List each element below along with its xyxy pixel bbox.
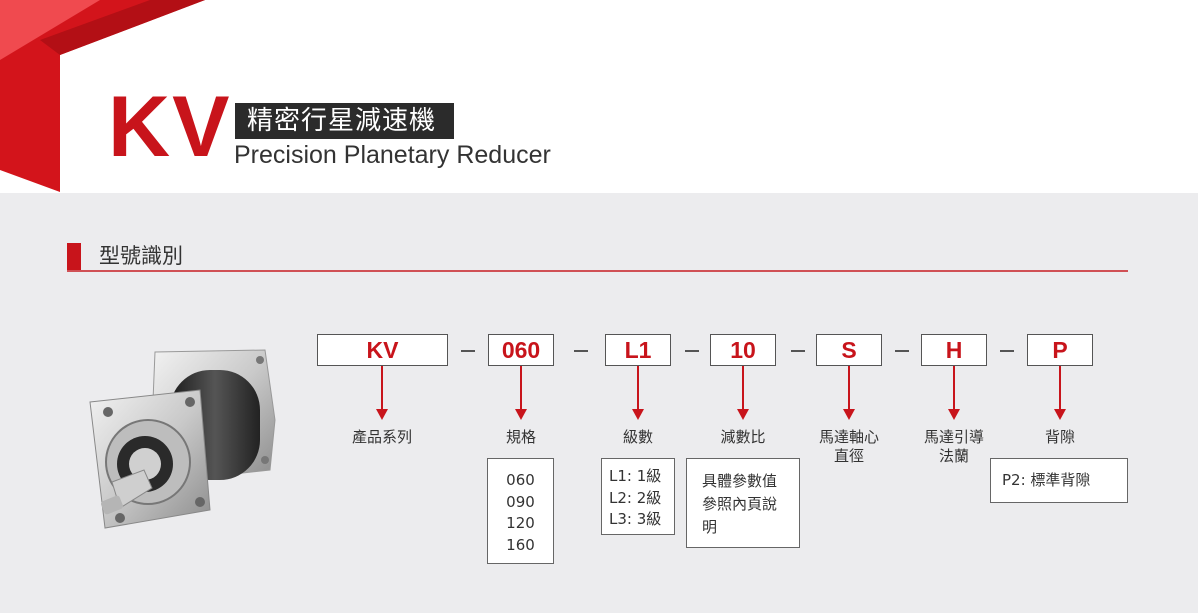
- label-product-series: 產品系列: [351, 428, 412, 446]
- label-backlash: 背隙: [1044, 428, 1075, 446]
- code-box-series: KV: [317, 334, 448, 366]
- section-divider: [67, 270, 1128, 272]
- arrow-down-icon: [1054, 409, 1066, 420]
- label-shaft-diameter: 馬達軸心 直徑: [789, 428, 909, 466]
- stage-option: L1: 1級: [609, 467, 662, 485]
- kv-logo: KV: [108, 79, 232, 175]
- label-motor-flange: 馬達引導 法蘭: [894, 428, 1014, 466]
- label-stage: 級數: [622, 428, 653, 446]
- arrow-down-icon: [632, 409, 644, 420]
- gearbox-product-image: [89, 349, 276, 529]
- size-option: 090: [506, 492, 535, 511]
- arrow-down-icon: [737, 409, 749, 420]
- arrow-line: [520, 366, 522, 410]
- arrow-line: [953, 366, 955, 410]
- code-box-size: 060: [488, 334, 554, 366]
- size-option: 160: [506, 535, 535, 554]
- code-box-stage: L1: [605, 334, 671, 366]
- code-separator: [895, 350, 909, 352]
- code-box-backlash: P: [1027, 334, 1093, 366]
- ratio-note-box: 具體參數值 參照內頁說 明: [686, 458, 800, 548]
- code-separator: [685, 350, 699, 352]
- header-band: [0, 0, 1198, 193]
- label-size: 規格: [505, 428, 536, 446]
- label-line: 馬達引導: [923, 428, 984, 446]
- arrow-down-icon: [376, 409, 388, 420]
- product-title-chinese: 精密行星減速機: [235, 103, 455, 139]
- code-box-ratio: 10: [710, 334, 776, 366]
- size-option: 120: [506, 514, 535, 532]
- code-box-flange: H: [921, 334, 987, 366]
- label-line: 馬達軸心: [818, 428, 879, 446]
- code-separator: [791, 350, 805, 352]
- code-separator: [461, 350, 475, 352]
- code-separator: [1000, 350, 1014, 352]
- label-line: 法蘭: [938, 447, 969, 465]
- code-box-shaft: S: [816, 334, 882, 366]
- label-line: 直徑: [833, 447, 864, 465]
- arrow-down-icon: [843, 409, 855, 420]
- arrow-line: [1059, 366, 1061, 410]
- section-marker: [67, 243, 81, 270]
- arrow-line: [742, 366, 744, 410]
- size-options-box: 060 090 120 160: [487, 458, 554, 564]
- code-separator: [574, 350, 588, 352]
- arrow-line: [637, 366, 639, 410]
- arrow-down-icon: [515, 409, 527, 420]
- ratio-note-line: 明: [702, 518, 718, 536]
- backlash-box: P2: 標準背隙: [990, 458, 1128, 503]
- stage-options-box: L1: 1級 L2: 2級 L3: 3級: [601, 458, 675, 535]
- size-option: 060: [506, 471, 535, 489]
- arrow-line: [848, 366, 850, 410]
- stage-option: L3: 3級: [609, 510, 662, 528]
- red-corner-decoration: [0, 0, 205, 192]
- ratio-note-line: 具體參數值: [702, 472, 778, 490]
- label-ratio: 減數比: [720, 428, 766, 446]
- arrow-line: [381, 366, 383, 410]
- backlash-standard: P2: 標準背隙: [1002, 471, 1091, 489]
- stage-option: L2: 2級: [609, 488, 662, 507]
- arrow-down-icon: [948, 409, 960, 420]
- ratio-note-line: 參照內頁說: [702, 495, 778, 513]
- section-title: 型號識別: [99, 244, 183, 268]
- product-title-english: Precision Planetary Reducer: [234, 141, 551, 169]
